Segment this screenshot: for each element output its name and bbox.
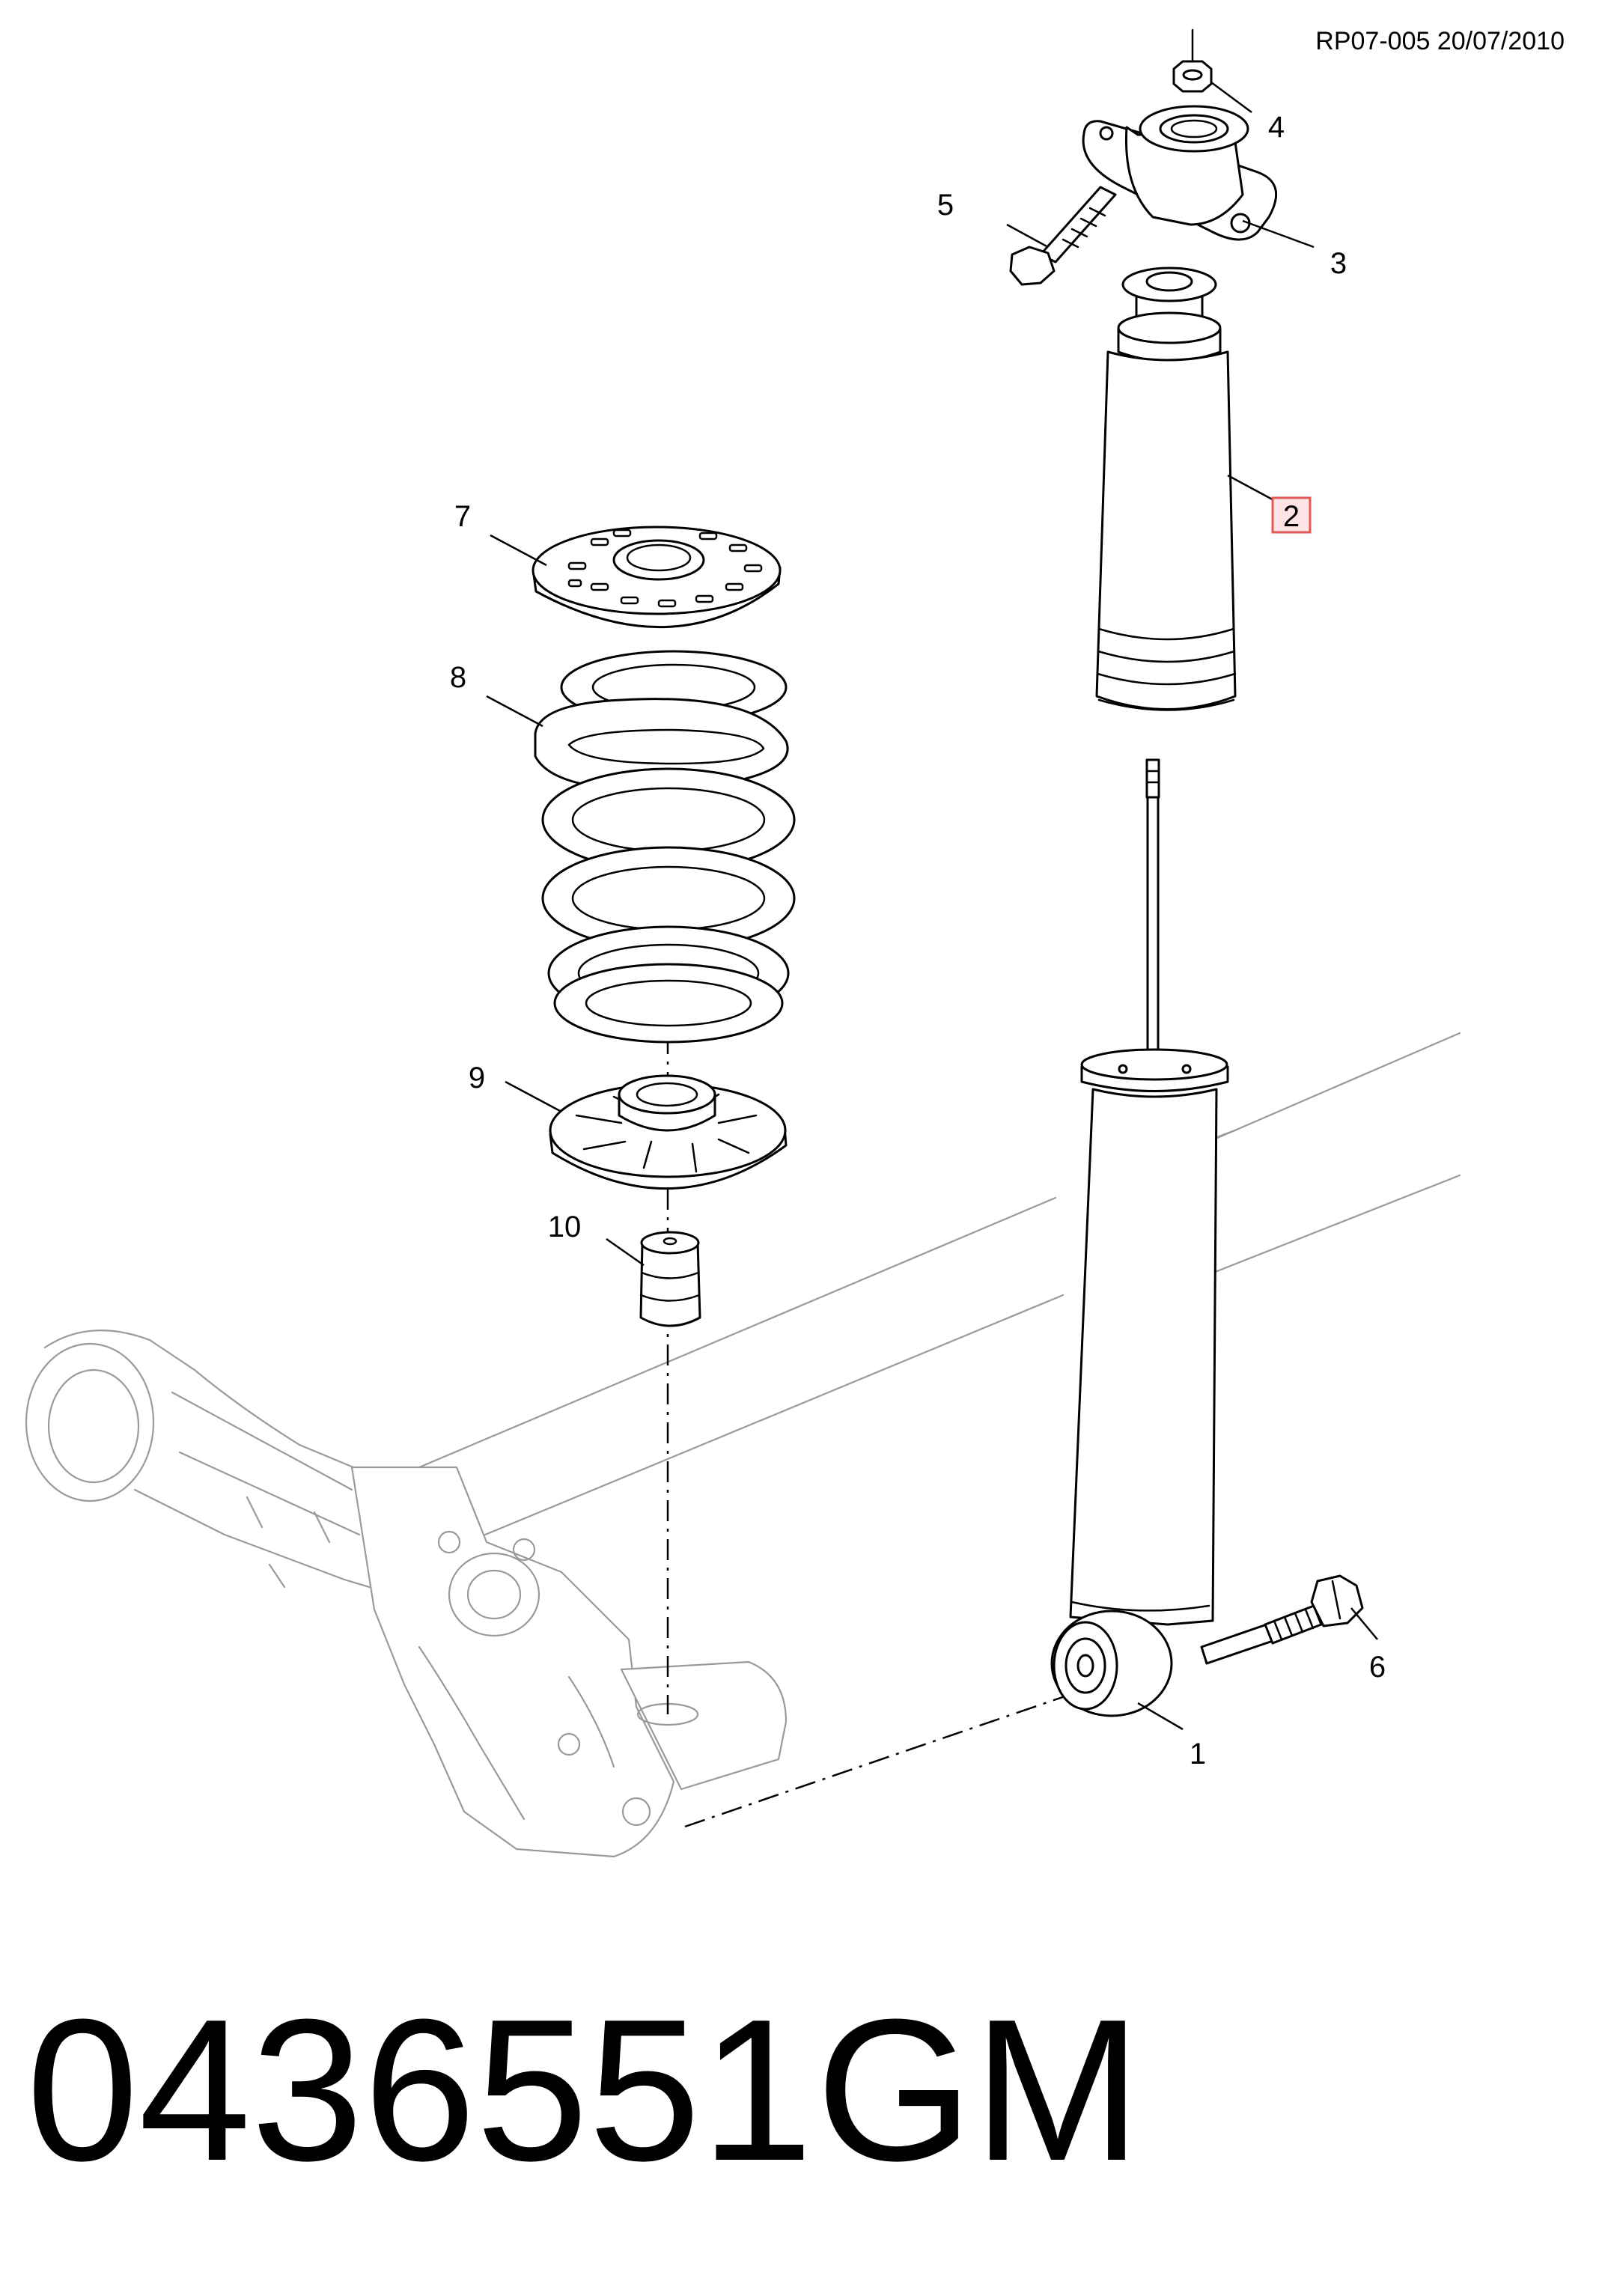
callout-4: 4: [1268, 111, 1285, 144]
part-9-lower-spring-seat: [549, 1074, 788, 1190]
shock-mount-centerline: [684, 1690, 1079, 1828]
callout-9: 9: [469, 1062, 485, 1094]
callout-6: 6: [1369, 1651, 1386, 1684]
callout-labels: 2 4 3 5 7 8 9 10 6 1: [450, 111, 1386, 1770]
part-4-top-nut: [1172, 28, 1213, 93]
part-3-upper-strut-mount: [1082, 105, 1278, 241]
part-number-text: 0436551: [26, 1978, 813, 2203]
callout-8: 8: [450, 661, 466, 694]
callout-2: 2: [1283, 500, 1300, 533]
diagram-reference-stamp: RP07-005 20/07/2010: [1315, 27, 1565, 55]
callout-2-highlight-box: [1271, 496, 1312, 534]
callout-10: 10: [548, 1211, 582, 1243]
part-5-mount-bolt: [1009, 186, 1117, 286]
rear-axle-beam-ghost: [418, 1032, 1461, 1551]
leader-lines: [486, 81, 1378, 1731]
part-6-lower-bolt: [1200, 1574, 1364, 1665]
knuckle-trailing-arm-ghost: [25, 1330, 788, 1858]
part-8-coil-spring: [534, 650, 796, 1044]
brand-text: GM: [816, 1978, 1142, 2203]
callout-3: 3: [1330, 247, 1347, 280]
part-10-bump-stop: [639, 1231, 701, 1327]
part-7-upper-spring-seat: [532, 526, 782, 628]
callout-5: 5: [937, 189, 954, 222]
part-2-shock-absorber: [1050, 267, 1237, 1717]
callout-1: 1: [1190, 1738, 1206, 1770]
callout-7: 7: [454, 500, 471, 533]
